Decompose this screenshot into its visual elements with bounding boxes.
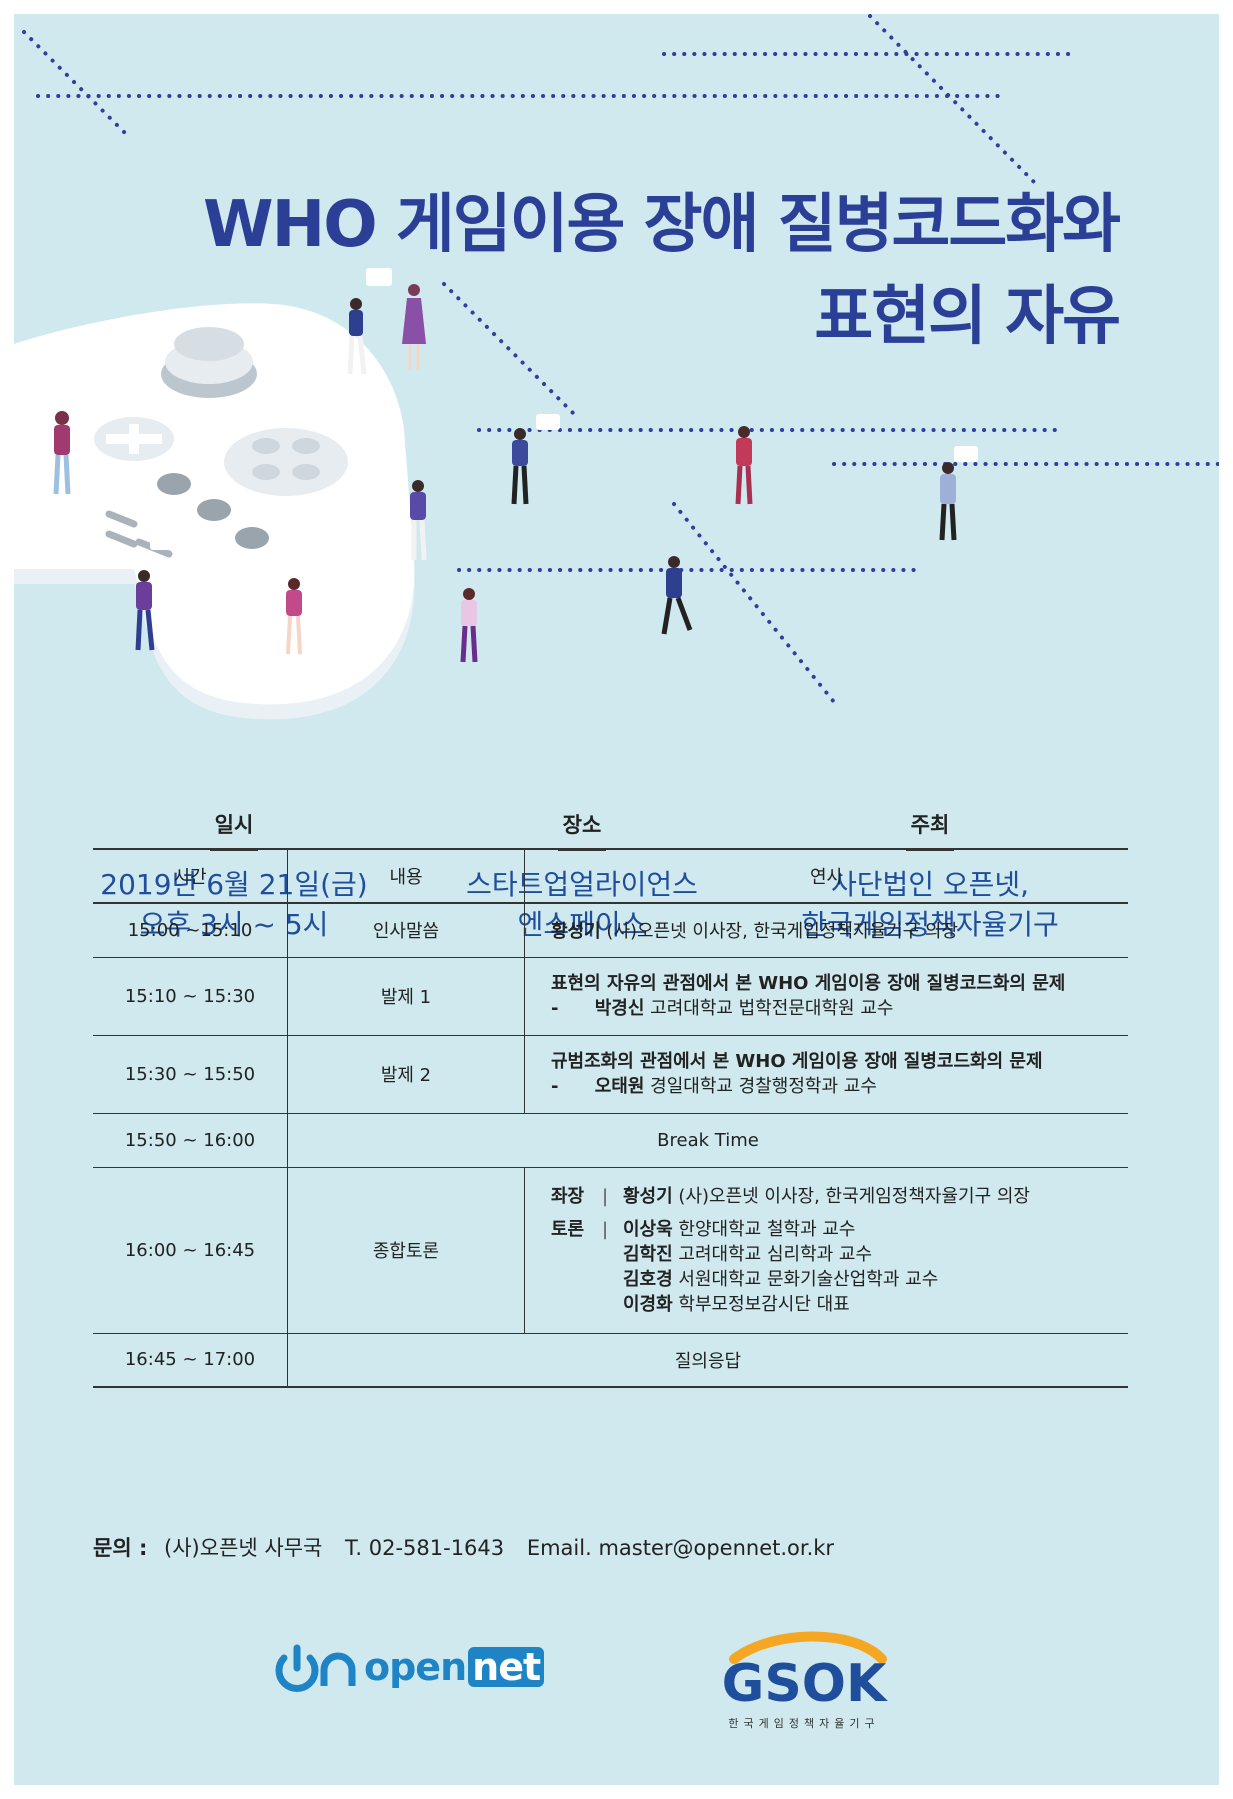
row-time: 16:00 ~ 16:45 <box>93 1167 288 1334</box>
chair-role: 좌장 <box>551 1185 585 1207</box>
row-time: 15:50 ~ 16:00 <box>93 1113 288 1168</box>
gsok-text: GSOK <box>722 1654 888 1714</box>
panel-role: 토론 <box>551 1218 585 1240</box>
header-speaker: 연사 <box>524 849 1128 904</box>
speaker-name: 이경화 <box>623 1293 673 1315</box>
speaker-name: 박경신 <box>594 998 645 1019</box>
row-content: 인사말씀 <box>287 903 525 958</box>
row-content: 발제 2 <box>287 1035 525 1114</box>
separator: | <box>601 1218 609 1240</box>
dotted-lines <box>22 14 1219 704</box>
gsok-logo: GSOK 한국게임정책자율기구 <box>704 1629 904 1739</box>
contact-label: 문의 : <box>93 1536 148 1560</box>
gsok-subtitle: 한국게임정책자율기구 <box>728 1717 880 1730</box>
speaker-name: 오태원 <box>594 1076 645 1097</box>
poster: WHO 게임이용 장애 질병코드화와 표현의 자유 일시 2019년 6월 21… <box>14 14 1219 1785</box>
speaker-desc: 서원대학교 문화기술산업학과 교수 <box>678 1268 939 1290</box>
title-line-2: 표현의 자유 <box>814 280 1121 354</box>
table-row: 15:10 ~ 15:30 발제 1 표현의 자유의 관점에서 본 WHO 게임… <box>93 957 1128 1036</box>
row-speaker: 좌장|황성기 (사)오픈넷 이사장, 한국게임정책자율기구 의장 토론|이상욱 … <box>524 1167 1128 1334</box>
contact-email: Email. master@opennet.or.kr <box>526 1536 835 1560</box>
gsok-mark: GSOK <box>722 1631 888 1714</box>
speaker-desc: (사)오픈넷 이사장, 한국게임정책자율기구 의장 <box>678 1185 1030 1207</box>
row-content: 발제 1 <box>287 957 525 1036</box>
row-time: 16:45 ~ 17:00 <box>93 1333 288 1388</box>
table-row: 15:00 ~15:10 인사말씀 황성기 (사)오픈넷 이사장, 한국게임정책… <box>93 903 1128 958</box>
table-row: 16:45 ~ 17:00 질의응답 <box>93 1333 1128 1388</box>
row-speaker: 황성기 (사)오픈넷 이사장, 한국게임정책자율기구 의장 <box>524 903 1128 958</box>
table-row: 16:00 ~ 16:45 종합토론 좌장 | 황성기 (사)오픈넷 이사장, 한국… <box>93 1167 1128 1334</box>
speaker-desc: 고려대학교 심리학과 교수 <box>678 1243 873 1265</box>
speaker-desc: (사)오픈넷 이사장, 한국게임정책자율기구 의장 <box>606 921 958 943</box>
game-controller-illustration <box>14 303 415 720</box>
speaker-name: 김학진 <box>623 1243 673 1265</box>
info-place-label: 장소 <box>562 813 602 837</box>
opennet-power-icon <box>275 1644 356 1692</box>
row-content: 종합토론 <box>287 1167 525 1334</box>
dash: - <box>551 1076 559 1097</box>
schedule-table: 시간 내용 연사 15:00 ~15:10 인사말씀 황성기 (사)오픈넷 이사… <box>93 848 1128 1388</box>
opennet-open: open <box>364 1645 467 1689</box>
speaker-name: 이상욱 <box>623 1218 673 1240</box>
separator: | <box>601 1185 609 1207</box>
info-host-label: 주최 <box>910 813 950 837</box>
header-time: 시간 <box>93 849 288 904</box>
speaker-desc: 한양대학교 철학과 교수 <box>678 1218 856 1240</box>
speaker-name: 황성기 <box>551 921 601 943</box>
speaker-desc: 고려대학교 법학전문대학원 교수 <box>650 998 894 1019</box>
contact-info: 문의 : (사)오픈넷 사무국 T. 02-581-1643 Email. ma… <box>93 1532 834 1562</box>
row-time: 15:10 ~ 15:30 <box>93 957 288 1036</box>
header-content: 내용 <box>287 849 525 904</box>
dash: - <box>551 998 559 1019</box>
speaker-name: 김호경 <box>623 1268 673 1290</box>
row-speaker: 표현의 자유의 관점에서 본 WHO 게임이용 장애 질병코드화의 문제 - 박… <box>524 957 1128 1036</box>
speaker-name: 황성기 <box>623 1185 673 1207</box>
row-time: 15:30 ~ 15:50 <box>93 1035 288 1114</box>
table-row: 15:50 ~ 16:00 Break Time <box>93 1113 1128 1168</box>
topic: 규범조화의 관점에서 본 WHO 게임이용 장애 질병코드화의 문제 <box>551 1051 1043 1072</box>
hero-illustration <box>14 14 1219 720</box>
contact-org: (사)오픈넷 사무국 <box>164 1536 323 1560</box>
row-content: Break Time <box>287 1113 1128 1168</box>
topic: 표현의 자유의 관점에서 본 WHO 게임이용 장애 질병코드화의 문제 <box>551 973 1066 994</box>
speaker-desc: 학부모정보감시단 대표 <box>678 1293 850 1315</box>
row-content: 질의응답 <box>287 1333 1128 1388</box>
info-date-label: 일시 <box>214 813 254 837</box>
row-time: 15:00 ~15:10 <box>93 903 288 958</box>
table-header-row: 시간 내용 연사 <box>93 849 1128 904</box>
table-row: 15:30 ~ 15:50 발제 2 규범조화의 관점에서 본 WHO 게임이용… <box>93 1035 1128 1114</box>
row-speaker: 규범조화의 관점에서 본 WHO 게임이용 장애 질병코드화의 문제 - 오태원… <box>524 1035 1128 1114</box>
poster-title: WHO 게임이용 장애 질병코드화와 표현의 자유 <box>203 179 1121 363</box>
opennet-net: net <box>468 1647 545 1687</box>
people-illustration <box>53 268 978 663</box>
contact-phone: T. 02-581-1643 <box>345 1536 505 1560</box>
speaker-desc: 경일대학교 경찰행정학과 교수 <box>650 1076 877 1097</box>
title-line-1: WHO 게임이용 장애 질병코드화와 <box>203 188 1121 262</box>
